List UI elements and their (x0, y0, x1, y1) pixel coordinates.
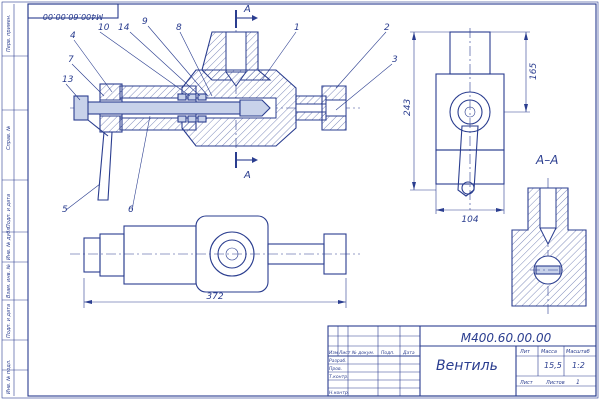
tb-name: Вентиль (436, 358, 498, 374)
cut-mark-a-top: А (243, 4, 251, 15)
dim-height-partial: 165 (529, 63, 539, 80)
dim-length-total: 372 (206, 292, 223, 302)
tb-scale-value: 1:2 (572, 361, 585, 370)
balloon-4: 4 (70, 31, 76, 41)
dim-height-total: 243 (403, 99, 413, 116)
tb-sheets-value: 1 (576, 379, 580, 386)
part-balloons: 10 14 9 8 1 2 3 4 7 13 5 6 (62, 17, 398, 215)
strip-label-sprav: Справ. № (6, 126, 12, 150)
tb-col-date: Дата (402, 350, 415, 356)
section-title-a-a: А–А (535, 153, 558, 167)
tb-col-izm: Изм (329, 350, 339, 356)
strip-label-podp-data-1: Подп. и дата (6, 194, 12, 228)
strip-label-inv-dubl: Инв. № дубл. (6, 226, 12, 260)
tb-col-lit: Лит (519, 349, 531, 355)
balloon-9: 9 (142, 17, 148, 27)
tb-sheets-label: Листов (545, 380, 565, 386)
tb-col-doc: № докум. (351, 350, 374, 356)
tb-sheet-label: Лист (519, 380, 534, 386)
balloon-7: 7 (68, 55, 74, 65)
balloon-6: 6 (128, 205, 134, 215)
strip-label-vzam-inv: Взам. инв. № (6, 264, 12, 298)
tb-col-list: Лист (338, 350, 351, 356)
tb-row-razrab: Разраб. (329, 358, 347, 364)
left-strip: Перв. примен. Справ. № Подп. и дата Инв.… (2, 4, 28, 396)
strip-label-inv-podl: Инв. № подл. (6, 360, 12, 395)
balloon-1: 1 (294, 23, 300, 33)
section-a-a: А–А (511, 153, 587, 314)
balloon-3: 3 (392, 55, 398, 65)
balloon-8: 8 (176, 23, 182, 33)
balloon-13: 13 (62, 75, 74, 85)
balloon-2: 2 (384, 23, 390, 33)
title-block: Изм Лист № докум. Подп. Дата Разраб. Про… (327, 325, 597, 397)
tb-mass-value: 15,5 (544, 361, 562, 370)
balloon-5: 5 (62, 205, 68, 215)
side-view: 243 165 104 (403, 28, 539, 225)
tb-row-prov: Пров. (329, 366, 342, 372)
tb-col-mass: Масса (541, 349, 557, 355)
strip-label-podp-data-2: Подп. и дата (6, 304, 12, 338)
tb-col-sign: Подп. (381, 350, 395, 356)
top-stamp: М400.60.00.00 (27, 3, 119, 21)
inner-frame (27, 3, 597, 397)
cut-mark-a-bottom: А (243, 170, 251, 181)
main-section-view: А А (70, 4, 360, 201)
strip-label-perv-primen: Перв. примен. (6, 14, 12, 52)
top-stamp-text: М400.60.00.00 (43, 12, 103, 21)
tb-row-tkontr: Т.контр. (329, 374, 349, 380)
tb-designation: М400.60.00.00 (461, 331, 552, 345)
balloon-10: 10 (98, 23, 110, 33)
tb-col-scale: Масштаб (566, 349, 590, 355)
balloon-14: 14 (118, 23, 130, 33)
dim-width-side: 104 (461, 215, 478, 225)
plan-view: 372 (70, 215, 360, 308)
tb-row-nkontr: Н.контр. (329, 390, 349, 396)
